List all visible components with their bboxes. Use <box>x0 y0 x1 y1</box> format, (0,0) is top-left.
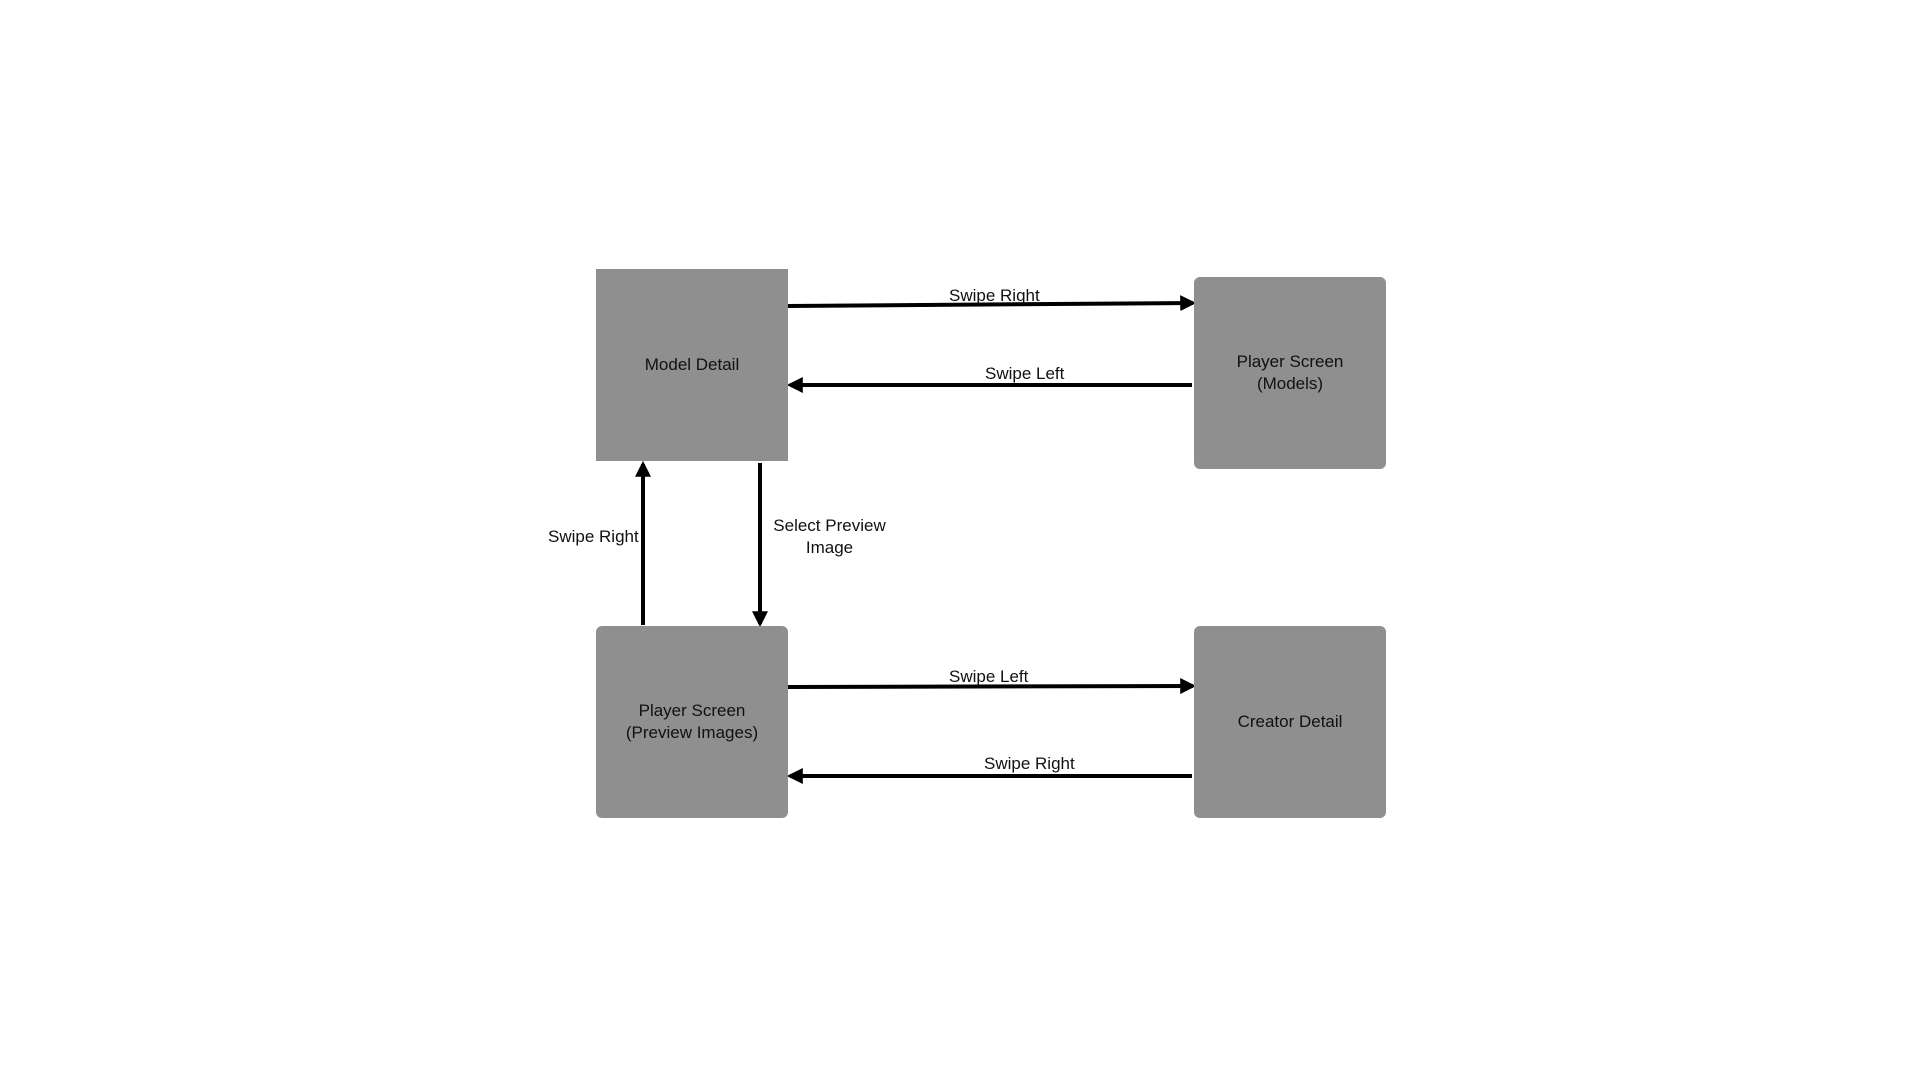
edge-label-swipe-left-top: Swipe Left <box>985 364 1065 383</box>
node-label-line2: (Preview Images) <box>625 723 759 742</box>
node-creator-detail: Creator Detail <box>1194 626 1386 818</box>
node-label: Creator Detail <box>1237 712 1343 731</box>
node-model-detail: Model Detail <box>596 269 788 461</box>
edge-label-swipe-right-vertical: Swipe Right <box>548 527 639 546</box>
node-label-line1: Player Screen <box>1236 352 1344 371</box>
arrow-model-to-player-models <box>787 295 1197 312</box>
edge-label-swipe-right-top: Swipe Right <box>949 286 1040 305</box>
edge-label-swipe-right-bottom: Swipe Right <box>984 754 1075 773</box>
node-player-screen-preview: Player Screen (Preview Images) <box>596 626 788 818</box>
edge-label-line1: Select Preview <box>773 516 886 535</box>
edge-label-select-preview-image: Select Preview Image <box>772 515 887 559</box>
node-label-line2: (Models) <box>1256 374 1324 393</box>
node-label-line1: Player Screen <box>638 701 746 720</box>
arrow-preview-to-creator <box>787 678 1197 695</box>
node-label: Model Detail <box>644 355 740 374</box>
edge-label-line2: Image <box>805 538 854 557</box>
edge-label-swipe-left-bottom: Swipe Left <box>949 667 1029 686</box>
node-player-screen-models: Player Screen (Models) <box>1194 277 1386 469</box>
